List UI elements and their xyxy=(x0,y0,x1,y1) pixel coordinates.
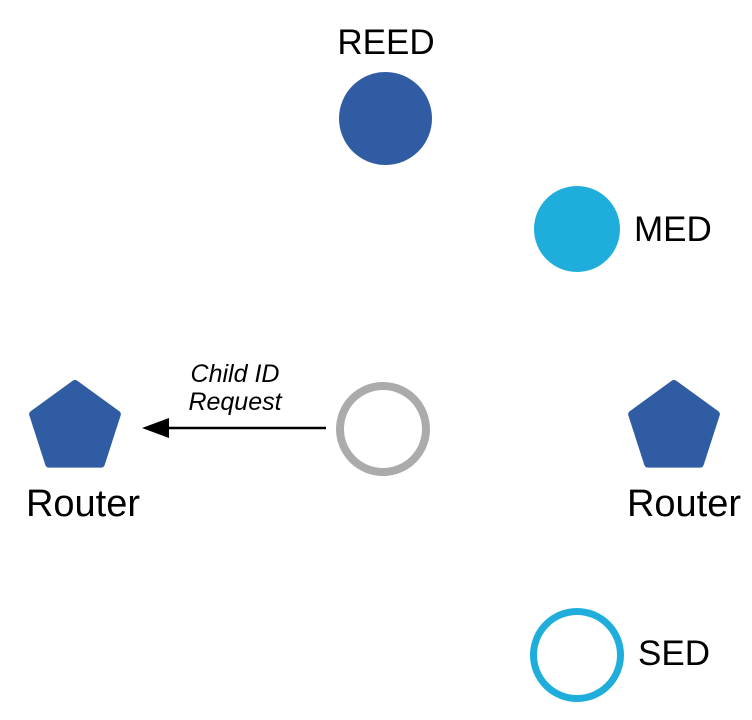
router-right-label: Router xyxy=(626,483,742,525)
child-id-request-arrow-icon xyxy=(142,418,326,438)
router-left-pentagon-icon xyxy=(29,380,121,468)
sed-node-icon xyxy=(530,608,624,702)
arrow-head xyxy=(142,418,169,438)
med-node-label: MED xyxy=(634,210,712,249)
joiner-node-icon xyxy=(336,382,430,476)
pentagon-shape xyxy=(628,380,720,468)
reed-node-icon xyxy=(339,72,432,165)
child-id-request-line2: Request xyxy=(188,388,282,416)
med-node-icon xyxy=(534,186,620,272)
child-id-request-label: Child ID Request xyxy=(150,360,320,416)
child-id-request-line1: Child ID xyxy=(190,360,280,388)
sed-node-label: SED xyxy=(638,634,710,673)
reed-node-label: REED xyxy=(337,23,435,62)
router-right-pentagon-icon xyxy=(628,380,720,468)
pentagon-shape xyxy=(29,380,121,468)
router-left-label: Router xyxy=(25,483,141,525)
